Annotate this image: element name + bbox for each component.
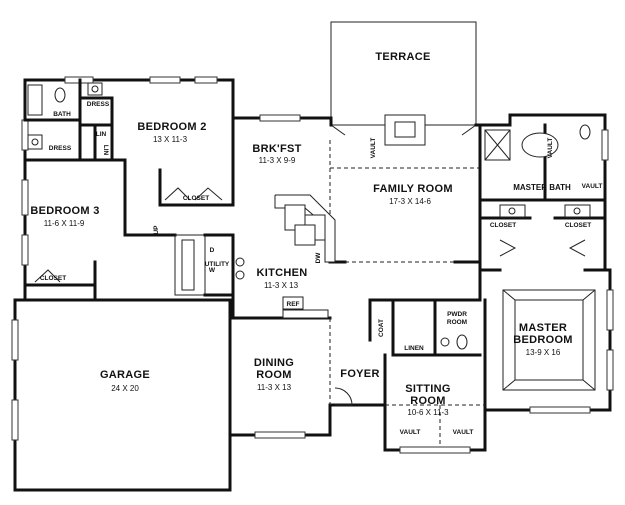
sitting-room-label-1: SITTING [405, 383, 451, 395]
bathtub [27, 84, 43, 116]
kitchen-size: 11-3 X 13 [264, 281, 299, 290]
terrace-label: TERRACE [375, 51, 430, 63]
bedroom3-label: BEDROOM 3 [30, 205, 99, 217]
vault-sitting2-label: VAULT [453, 429, 474, 436]
sitting-room-label-2: ROOM [410, 395, 445, 407]
master-bedroom-label-1: MASTER [519, 322, 567, 334]
dining-room-label-1: DINING [254, 357, 294, 369]
sitting-room-size: 10-6 X 11-3 [407, 408, 449, 417]
master-bedroom-label-2: BEDROOM [513, 334, 573, 346]
master-toilet [579, 124, 591, 140]
family-room-label: FAMILY ROOM [373, 183, 453, 195]
closet-bedroom2-label: CLOSET [183, 195, 209, 202]
vault-family-label: VAULT [370, 138, 377, 159]
utility-label: UTILITY [205, 261, 230, 268]
bedroom2-size: 13 X 11-3 [153, 135, 188, 144]
dress-top-label: DRESS [87, 101, 110, 108]
closet-bedroom3-label: CLOSET [40, 275, 66, 282]
washer-label: W [209, 267, 216, 274]
vault-bath1-label: VAULT [547, 138, 554, 159]
brkfst-label: BRK'FST [252, 143, 301, 155]
bedroom2-label: BEDROOM 2 [137, 121, 206, 133]
closet-master2-label: CLOSET [565, 222, 591, 229]
pwdr-label: PWDR [447, 311, 467, 318]
up-label: UP [153, 225, 160, 235]
bath-label: BATH [53, 111, 71, 118]
refrigerator [282, 296, 304, 310]
closet-master1-label: CLOSET [490, 222, 516, 229]
dress-left-label: DRESS [49, 145, 72, 152]
dining-room-size: 11-3 X 13 [257, 383, 292, 392]
garage-label: GARAGE [100, 369, 150, 381]
dryer-label: D [210, 247, 215, 254]
pwdr-room-label: ROOM [447, 319, 467, 326]
master-tub [521, 132, 559, 158]
foyer-label: FOYER [340, 368, 379, 380]
toilet [54, 87, 66, 103]
exterior-walls [13, 78, 612, 492]
vault-sitting1-label: VAULT [400, 429, 421, 436]
lin-label-1: LIN [96, 131, 107, 138]
garage-size: 24 X 20 [111, 384, 139, 393]
lin-label-2: LIN [102, 145, 109, 156]
coat-label: COAT [378, 319, 385, 337]
master-bath-label: MASTER BATH [513, 183, 571, 192]
dining-room-label-2: ROOM [256, 369, 291, 381]
vault-bath2-label: VAULT [582, 183, 603, 190]
bedroom3-size: 11-6 X 11-9 [44, 219, 85, 228]
brkfst-size: 11-3 X 9-9 [259, 156, 296, 165]
kitchen-label: KITCHEN [257, 267, 308, 279]
ref-label: REF [287, 301, 300, 308]
fixtures [27, 82, 596, 445]
family-room-size: 17-3 X 14-6 [389, 197, 431, 206]
dw-label: DW [315, 252, 322, 264]
linen-label: LINEN [404, 345, 424, 352]
master-bedroom-size: 13-9 X 16 [526, 348, 561, 357]
